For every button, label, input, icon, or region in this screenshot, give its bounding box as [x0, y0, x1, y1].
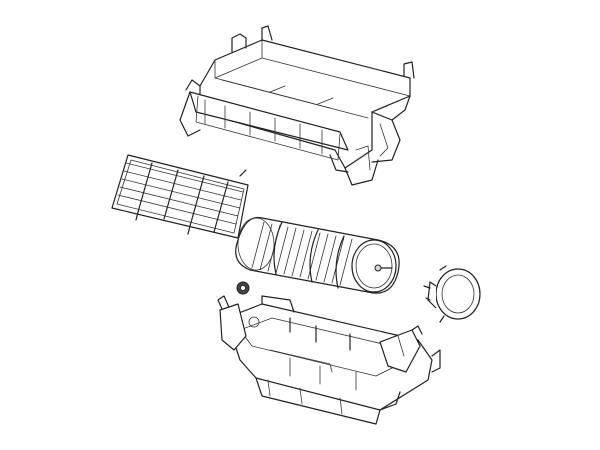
top-housing: [179, 25, 415, 186]
filter-grille: [111, 154, 249, 239]
fan-motor: [423, 265, 481, 323]
bottom-chassis: [217, 295, 441, 425]
bearing: [236, 281, 250, 295]
blower-wheel: [235, 216, 400, 294]
